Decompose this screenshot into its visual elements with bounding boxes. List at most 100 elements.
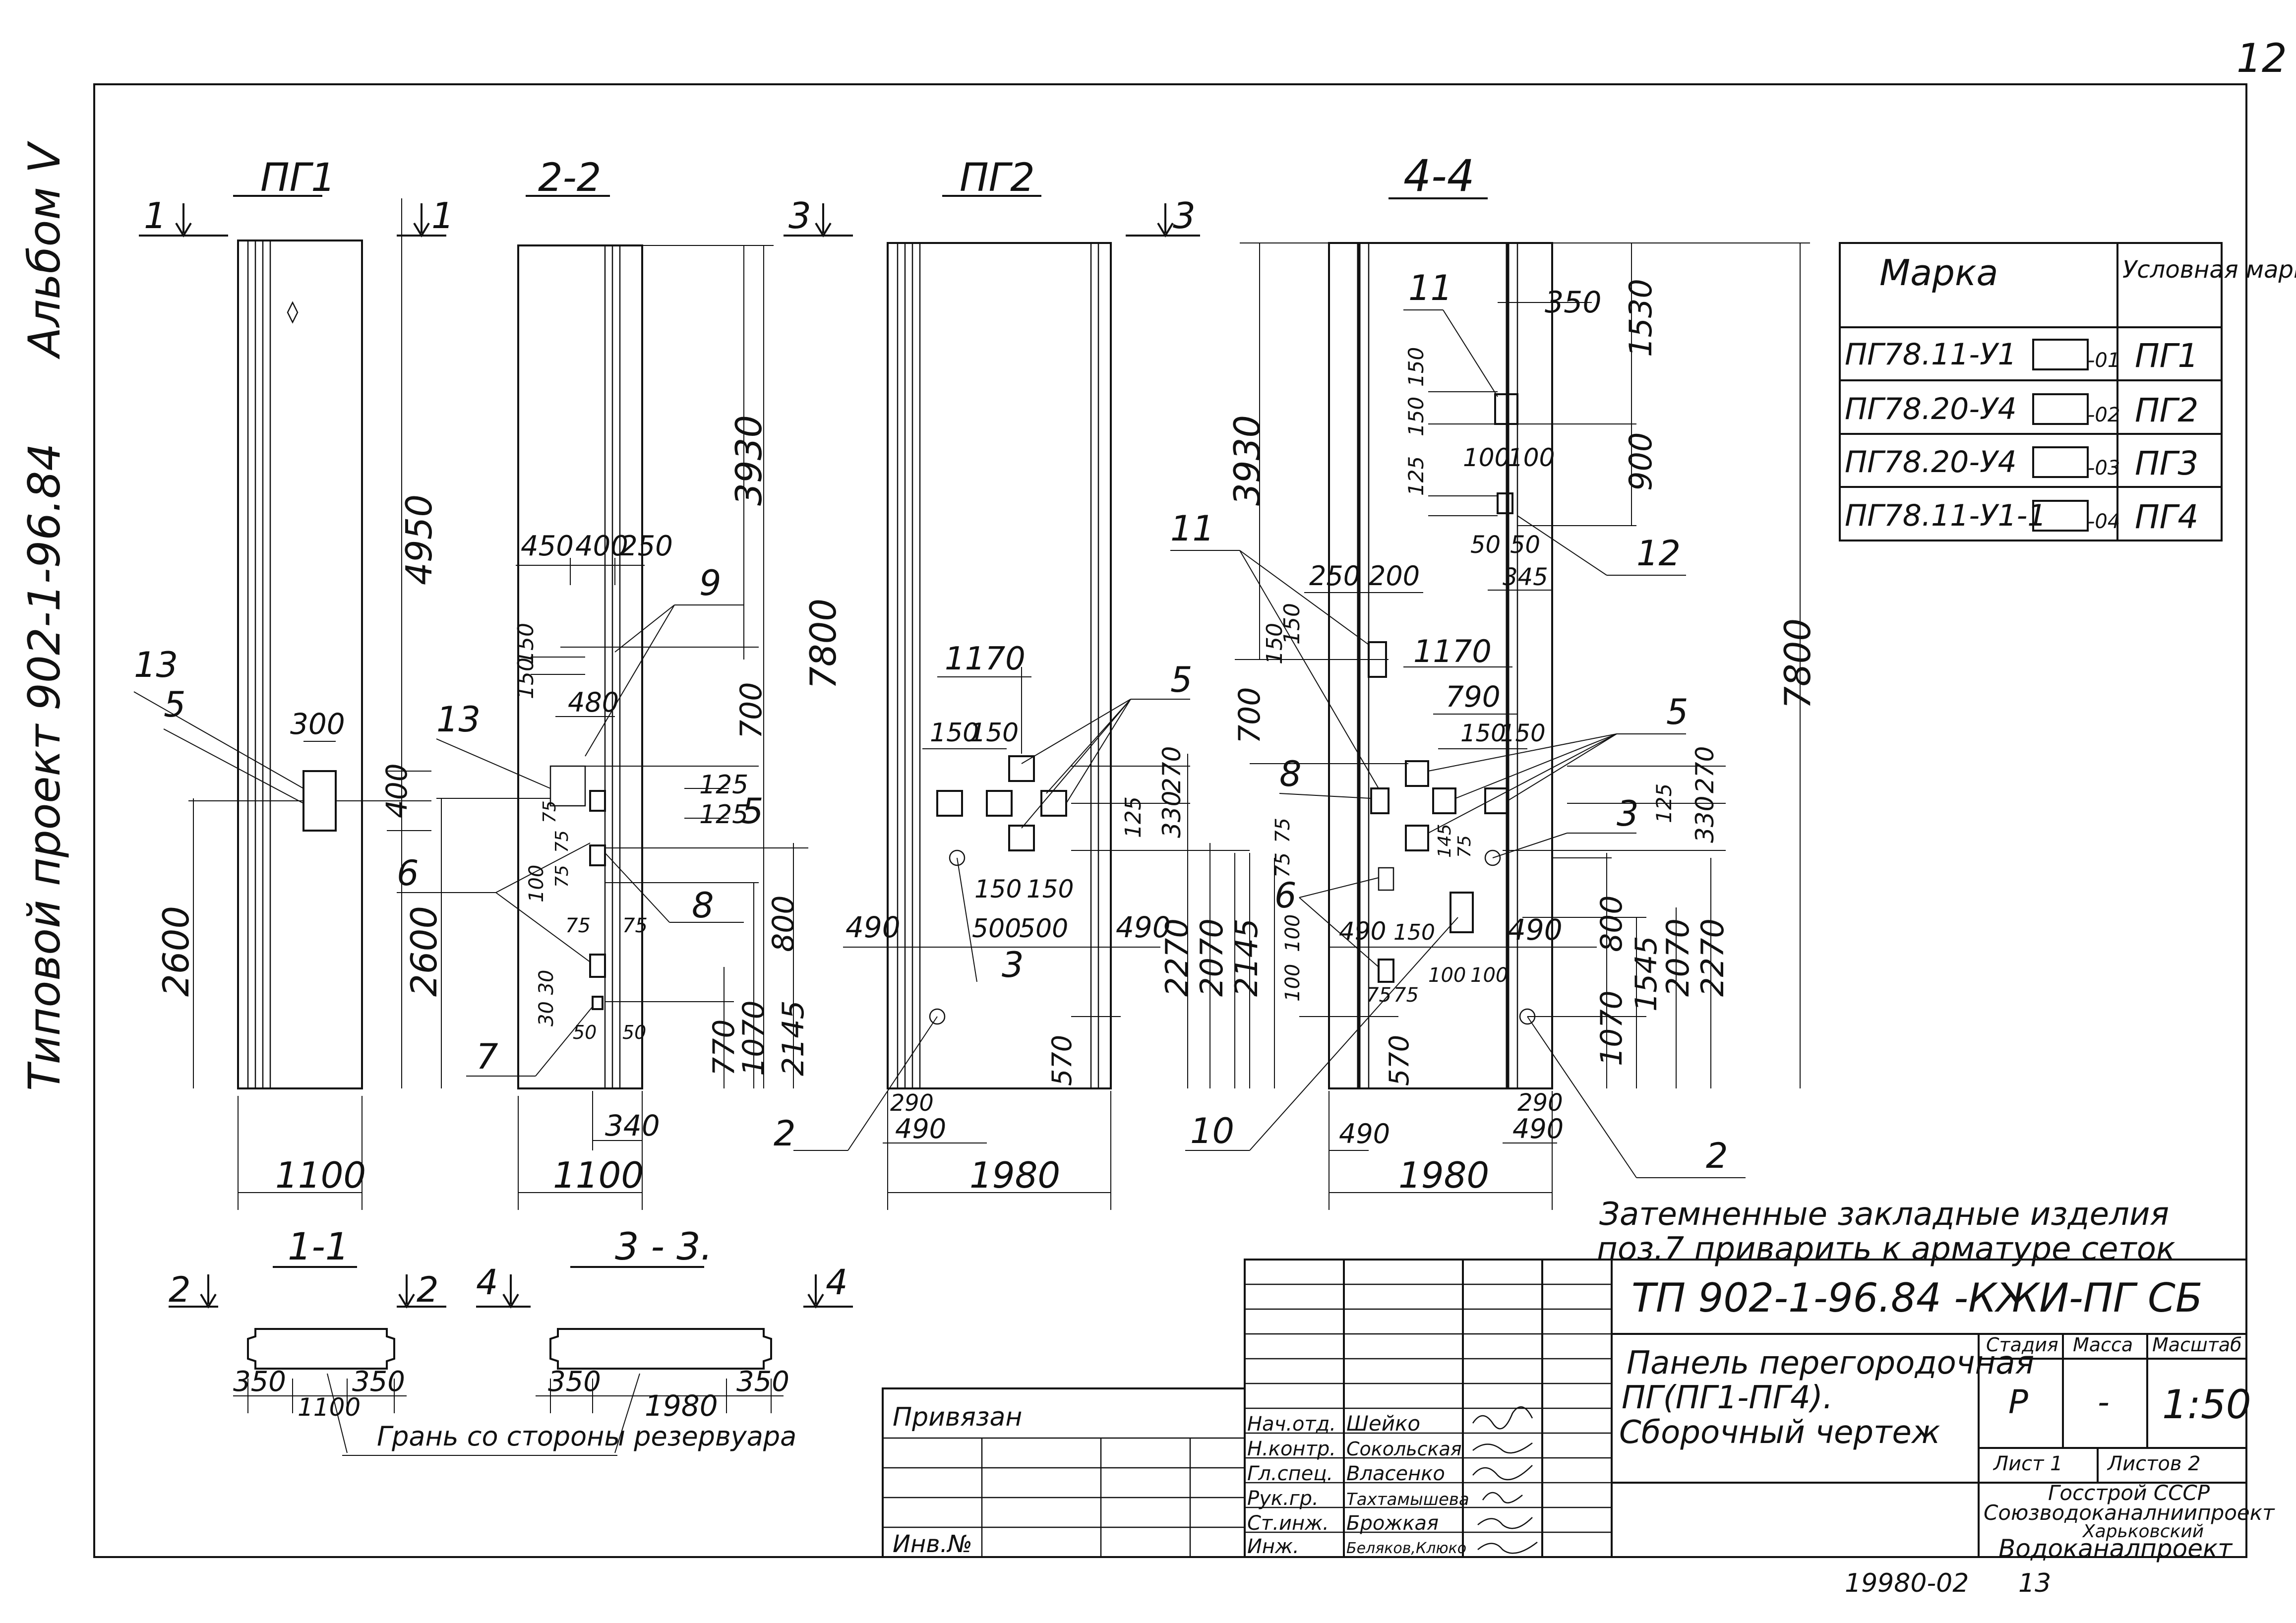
dim-label: 800 (766, 895, 801, 952)
dim-label: 150 (930, 718, 979, 748)
dim-label: 900 (1623, 432, 1659, 491)
leader-label: 9 (699, 563, 722, 603)
dim-label: 490 (1512, 1113, 1564, 1144)
embedded-plate (1494, 393, 1518, 425)
lifting-hole (1484, 849, 1501, 866)
cond-mark: ПГ3 (2135, 444, 2198, 482)
staff-name: Брожкая (1346, 1512, 1439, 1535)
dim-label: 150 (1500, 720, 1546, 747)
embedded-plate (1008, 755, 1035, 782)
signature (1472, 1442, 1533, 1454)
lifting-hole (949, 849, 966, 866)
mark-table: Марка Условная марка ПГ78.11-У1 -01 ПГ1 … (1839, 242, 2296, 541)
dim-label: 450 (521, 530, 574, 562)
cut-label: 1 (431, 195, 454, 237)
embedded-plate (1405, 760, 1429, 787)
dim-label: 350 (233, 1366, 286, 1398)
dim-label: 400 (380, 763, 414, 818)
dim-label: 75 (1271, 818, 1294, 843)
dim-label: 3930 (728, 415, 770, 506)
dim-label: 7800 (802, 599, 844, 689)
cut-label: 3 (1173, 195, 1196, 237)
dim-label: 290 (890, 1089, 934, 1116)
section-profile (247, 1328, 395, 1370)
dim-label: 150 (1027, 875, 1074, 903)
dim-label: 1545 (1629, 936, 1664, 1012)
dim-label: 150 (1404, 397, 1428, 436)
dim-label: 340 (605, 1109, 660, 1142)
view-section-4-4: 4-4 350 1530 900 7800 3930 150 150 (1170, 150, 1818, 1210)
dim-label: 2600 (403, 906, 445, 997)
dim-label: 2270 (1159, 918, 1195, 997)
dim-label: 250 (1309, 560, 1360, 592)
footer-page: 13 (2018, 1568, 2051, 1598)
leader-label: 2 (774, 1113, 796, 1154)
staff-name: Беляков,Клюко (1346, 1540, 1466, 1557)
embedded-plate (1432, 787, 1456, 814)
dim-label: 150 (1393, 920, 1435, 945)
dim-label: 490 (1339, 917, 1386, 946)
note-line: поз.7 приварить к арматуре сеток (1597, 1231, 2175, 1267)
dim-label: 75 (1366, 984, 1391, 1007)
mass-header: Масса (2073, 1334, 2133, 1356)
view-pg2: ПГ2 3 3 1170 150 150 490 490 500 500 150 (774, 156, 1265, 1210)
dim-label: 1100 (275, 1154, 366, 1196)
dim-label: 150 (969, 718, 1019, 748)
staff-role: Н.контр. (1247, 1438, 1336, 1460)
dim-label: 200 (1369, 560, 1420, 592)
table-header: Марка (1879, 252, 1998, 294)
embedded-plate (589, 954, 606, 978)
leader-label: 5 (741, 791, 764, 832)
dim-label: 3930 (1226, 415, 1268, 506)
dim-label: 1170 (945, 641, 1026, 677)
inv-label: Инв.№ (893, 1530, 972, 1558)
embedded-plate (1008, 825, 1035, 851)
org-line: Госстрой СССР (2048, 1481, 2210, 1505)
leader-label: 3 (1617, 793, 1639, 834)
signature (1472, 1406, 1533, 1430)
cond-mark: ПГ1 (2135, 337, 2198, 375)
dim-label: 350 (548, 1366, 601, 1398)
cut-label: 2 (417, 1269, 439, 1310)
dim-label: 150 (513, 658, 539, 699)
leader-label: 11 (1408, 268, 1452, 308)
embedded-plate (549, 765, 586, 807)
sheet-number: 12 (2236, 35, 2287, 81)
dim-label: 75 (552, 830, 572, 853)
dim-label: 270 (1691, 746, 1719, 793)
dim-label: 75 (1393, 984, 1419, 1007)
leader-label: 13 (134, 645, 178, 685)
view-pg1: ПГ1 1 1 4950 400 300 2600 1100 13 5 (133, 156, 454, 1210)
dim-label: 500 (1019, 914, 1068, 944)
dim-label: 145 (1435, 824, 1455, 858)
dim-label: 350 (352, 1366, 405, 1398)
dim-label: 125 (1404, 456, 1428, 496)
mark-code: -01 (2088, 349, 2120, 372)
dim-label: 490 (1116, 910, 1171, 944)
staff-role: Инж. (1247, 1535, 1299, 1558)
privyazan-label: Привязан (893, 1402, 1022, 1432)
embedded-plate (1405, 825, 1429, 851)
leader-label: 11 (1170, 508, 1214, 549)
dim-label: 490 (846, 910, 901, 944)
dim-label: 770 (707, 1019, 741, 1076)
table-row: ПГ78.20-У4 -02 ПГ2 (1845, 391, 2198, 429)
leader-label: 6 (1274, 875, 1297, 916)
org-line: Водоканалпроект (1998, 1534, 2233, 1563)
embedded-plate (1378, 959, 1394, 983)
mark-name: ПГ78.11-У1 (1845, 337, 2017, 372)
leader-label: 6 (397, 853, 419, 894)
dim-label: 75 (540, 800, 560, 823)
dim-label: 75 (1454, 835, 1475, 858)
view-title: ПГ1 (260, 156, 336, 200)
view-title: ПГ2 (960, 156, 1035, 200)
org-line: Харьковский (2082, 1521, 2204, 1542)
dim-label: 50 (573, 1022, 597, 1043)
leader-label: 5 (164, 684, 186, 725)
project-label: Типовой проект 902-1-96.84 (19, 443, 70, 1091)
dim-label: 125 (1121, 796, 1146, 838)
dim-label: 50 (1470, 531, 1501, 559)
dim-label: 100 (1281, 964, 1304, 1002)
staff-role: Рук.гр. (1247, 1487, 1319, 1510)
